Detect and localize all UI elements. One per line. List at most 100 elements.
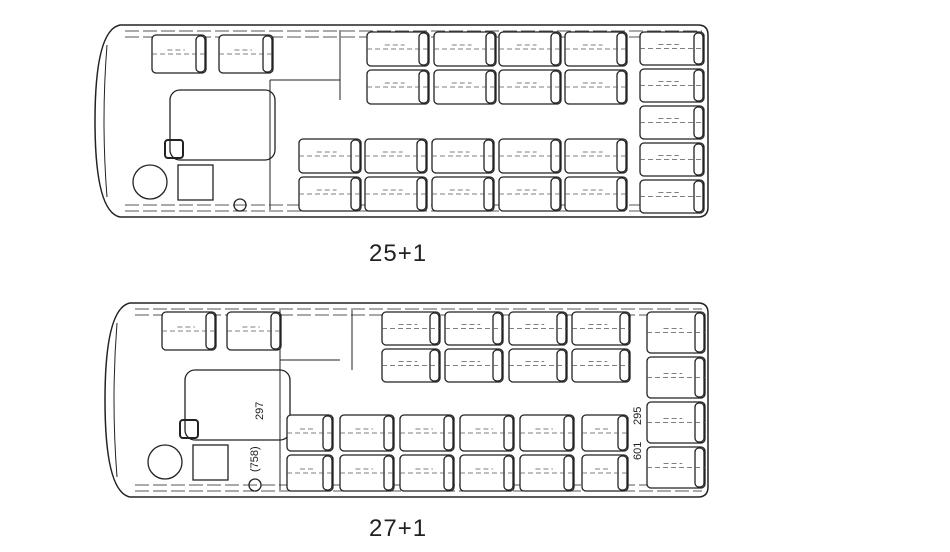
seat: [431, 138, 495, 174]
gear-lever: [179, 419, 199, 439]
seat-centerline: [582, 468, 628, 474]
seat-centerline: [520, 428, 574, 434]
seat: [508, 311, 568, 346]
seat-backrest: [693, 69, 704, 102]
dimension-295: 295: [632, 407, 644, 425]
seat-centerline: [299, 151, 361, 157]
seat: [646, 446, 706, 489]
seat: [581, 454, 629, 492]
seat-centerline: [460, 468, 514, 474]
seat: [508, 348, 568, 383]
seat: [433, 31, 497, 67]
seat-centerline: [152, 49, 206, 55]
engine-cover: [184, 369, 291, 441]
seat-centerline: [340, 428, 394, 434]
seat-centerline: [400, 428, 454, 434]
seat: [498, 176, 562, 212]
windshield: [103, 44, 108, 198]
seat: [151, 34, 207, 74]
seat: [639, 179, 705, 214]
seat-centerline: [647, 328, 705, 333]
seat-centerline: [227, 326, 281, 332]
seat-centerline: [432, 189, 494, 195]
seat: [519, 414, 575, 452]
driver-seat: [192, 444, 229, 481]
dimension-601: 601: [632, 442, 644, 460]
bus-layout-25-plus-1: [94, 24, 709, 218]
seat-centerline: [640, 155, 704, 160]
seat: [564, 31, 628, 67]
seat-centerline: [299, 189, 361, 195]
seat-cushion: [286, 414, 334, 452]
seat-centerline: [365, 151, 427, 157]
seat-centerline: [640, 81, 704, 86]
seat-centerline: [499, 82, 561, 88]
seat-centerline: [400, 468, 454, 474]
seat: [564, 69, 628, 105]
seat-centerline: [565, 151, 627, 157]
seat: [339, 454, 395, 492]
seat: [298, 176, 362, 212]
dimension-297: 297: [254, 402, 266, 420]
seat-centerline: [340, 468, 394, 474]
gear-lever: [164, 139, 184, 159]
seat-centerline: [520, 468, 574, 474]
seat-centerline: [434, 82, 496, 88]
seat: [639, 68, 705, 103]
engine-cover: [169, 89, 276, 161]
seat: [286, 414, 334, 452]
seat: [218, 34, 274, 74]
seat-backrest: [693, 143, 704, 176]
seat-centerline: [445, 361, 503, 366]
seat-centerline: [382, 324, 440, 329]
seat: [571, 348, 631, 383]
seat-backrest: [693, 32, 704, 65]
seat-centerline: [162, 326, 216, 332]
seat: [519, 454, 575, 492]
seat-centerline: [499, 44, 561, 50]
seat: [444, 311, 504, 346]
seat: [399, 454, 455, 492]
seat-centerline: [640, 118, 704, 123]
seat-centerline: [509, 324, 567, 329]
seat: [639, 31, 705, 66]
seat: [364, 138, 428, 174]
bus-outline: [94, 24, 709, 218]
seat: [498, 69, 562, 105]
handrail-post: [233, 198, 247, 212]
seat: [646, 401, 706, 444]
handrail-post: [248, 478, 262, 492]
seat-cushion: [286, 454, 334, 492]
layout-caption-25-plus-1: 25+1: [369, 240, 428, 267]
seat-centerline: [647, 418, 705, 423]
seat-centerline: [565, 44, 627, 50]
seat-centerline: [365, 189, 427, 195]
steering-wheel-icon: [147, 444, 183, 480]
seat-centerline: [219, 49, 273, 55]
seat-centerline: [565, 82, 627, 88]
steering-wheel-icon: [132, 164, 168, 200]
seat: [226, 311, 282, 351]
seat-backrest: [693, 180, 704, 213]
seat-centerline: [565, 189, 627, 195]
seat: [646, 356, 706, 399]
seat: [381, 311, 441, 346]
seat-centerline: [367, 44, 429, 50]
bus-layout-27-plus-1: [104, 302, 709, 498]
dimension-758: (758): [249, 446, 261, 472]
seat-centerline: [287, 468, 333, 474]
seat: [498, 138, 562, 174]
seat: [564, 176, 628, 212]
seat-centerline: [647, 463, 705, 468]
seat-centerline: [572, 324, 630, 329]
seat-centerline: [572, 361, 630, 366]
seat-centerline: [499, 189, 561, 195]
seat-centerline: [499, 151, 561, 157]
bus-outline: [104, 302, 709, 498]
seat-centerline: [460, 428, 514, 434]
seat-centerline: [287, 428, 333, 434]
seat-centerline: [432, 151, 494, 157]
seat: [581, 414, 629, 452]
seat: [298, 138, 362, 174]
